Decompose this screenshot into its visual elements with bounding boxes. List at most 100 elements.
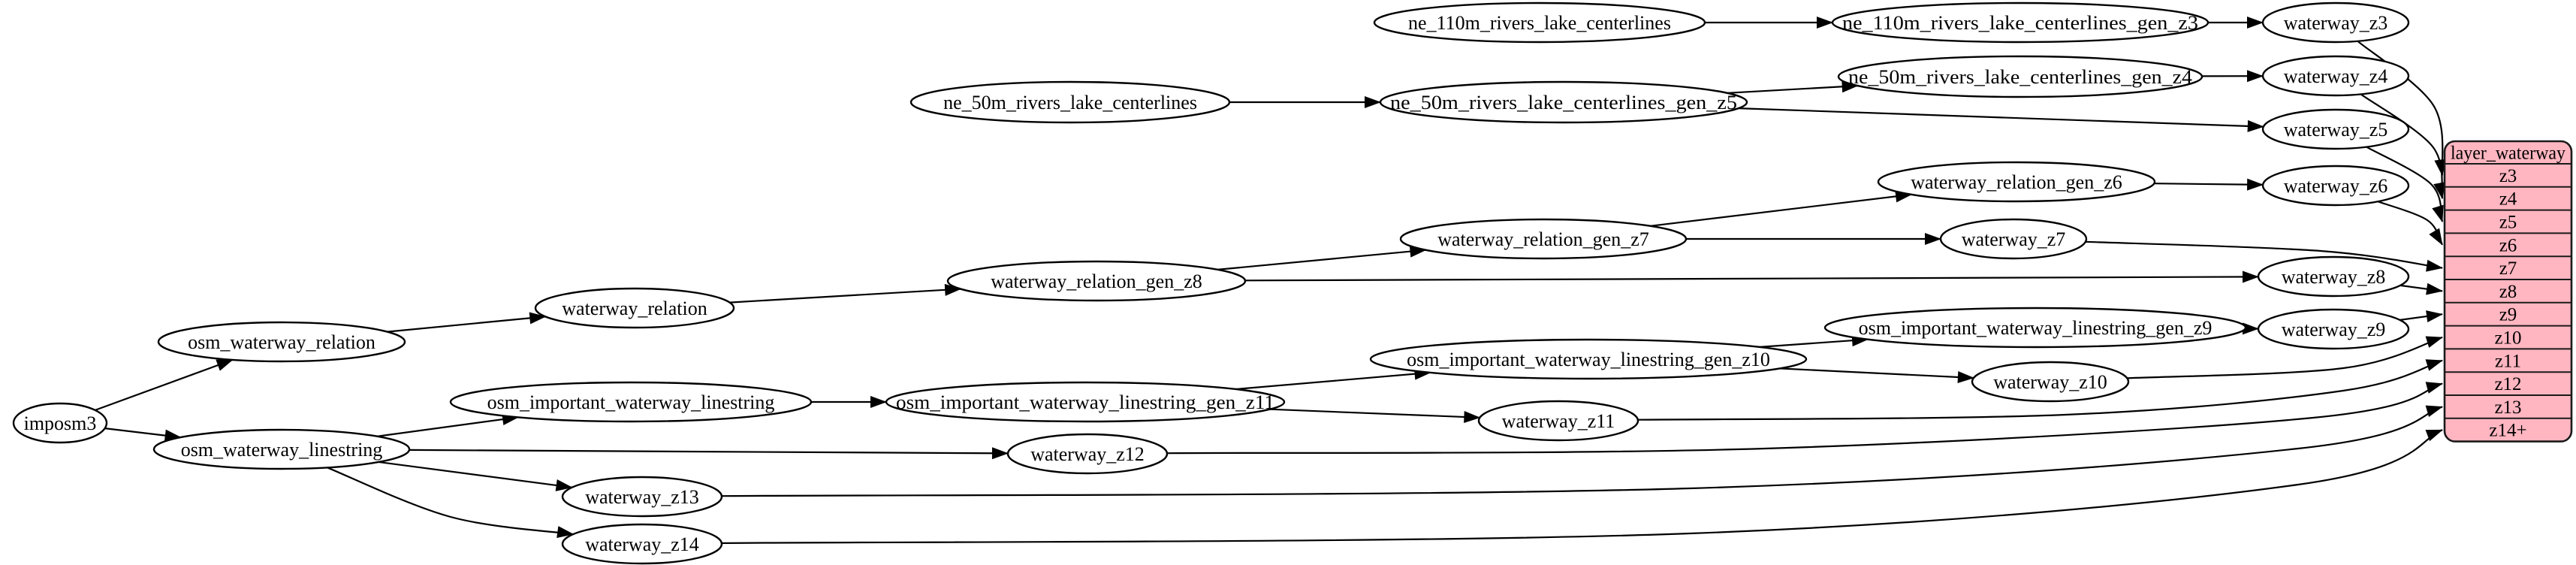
imposm3-label: imposm3 <box>24 412 97 434</box>
osm_important_waterway_linestring_gen_z9-label: osm_important_waterway_linestring_gen_z9 <box>1859 317 2213 339</box>
node-osm_waterway_relation: osm_waterway_relation <box>157 321 406 363</box>
edge-waterway_z13-to-layer_waterway-z13 <box>721 405 2443 497</box>
node-osm_important_waterway_linestring: osm_important_waterway_linestring <box>449 381 813 423</box>
node-imposm3: imposm3 <box>12 402 108 444</box>
node-waterway_z11: waterway_z11 <box>1477 400 1639 442</box>
node-waterway_z14: waterway_z14 <box>561 523 723 565</box>
edge-waterway_z3-to-layer_waterway-z3 <box>2357 40 2447 177</box>
edge-waterway_z5-to-layer_waterway-z5 <box>2366 146 2444 222</box>
node-waterway_relation_gen_z8: waterway_relation_gen_z8 <box>946 260 1247 302</box>
node-waterway_z9: waterway_z9 <box>2257 308 2410 350</box>
edge-waterway_z12-to-layer_waterway-z12 <box>1166 382 2443 455</box>
edge-osm_important_waterway_linestring_gen_z11-to-waterway_z11 <box>1269 408 1481 423</box>
waterway_z4-label: waterway_z4 <box>2284 65 2388 87</box>
node-waterway_z3: waterway_z3 <box>2261 2 2410 44</box>
waterway_z10-shape <box>1971 361 2130 403</box>
waterway_z9-shape <box>2257 308 2410 350</box>
edge-waterway_relation-to-waterway_relation_gen_z8 <box>729 283 962 304</box>
waterway_z7-label: waterway_z7 <box>1962 228 2066 250</box>
table-row-z5: z5 <box>2499 213 2517 233</box>
waterway_z5-label: waterway_z5 <box>2284 119 2388 140</box>
node-ne_50m_rivers_lake_centerlines: ne_50m_rivers_lake_centerlines <box>909 80 1231 124</box>
nodes-layer: imposm3 osm_waterway_relation osm_waterway… <box>12 2 2410 565</box>
edge-waterway_relation_gen_z8-to-waterway_z8 <box>1244 270 2259 283</box>
node-osm_important_waterway_linestring_gen_z9: osm_important_waterway_linestring_gen_z9 <box>1823 307 2247 349</box>
edge-waterway_z6-to-layer_waterway-z6 <box>2377 201 2443 246</box>
waterway_z4-shape <box>2261 55 2410 97</box>
waterway_relation-shape <box>534 287 735 329</box>
osm_important_waterway_linestring_gen_z11-label: osm_important_waterway_linestring_gen_z1… <box>896 391 1274 413</box>
osm_important_waterway_linestring_gen_z11-shape <box>885 381 1286 423</box>
osm_important_waterway_linestring-shape <box>449 381 813 423</box>
table-row-z14+: z14+ <box>2489 421 2526 441</box>
edge-waterway_z11-to-layer_waterway-z11 <box>1637 359 2443 421</box>
edge-osm_important_waterway_linestring_gen_z10-to-waterway_z10 <box>1779 367 1974 383</box>
layer-waterway-table: layer_waterwayz3z4z5z6z7z8z9z10z11z12z13… <box>2443 140 2573 443</box>
osm_waterway_relation-label: osm_waterway_relation <box>188 331 376 353</box>
node-waterway_z8: waterway_z8 <box>2257 255 2410 298</box>
ne_110m_rivers_lake_centerlines_gen_z3-shape <box>1831 2 2210 44</box>
node-waterway_relation: waterway_relation <box>534 287 735 329</box>
waterway_z3-shape <box>2261 2 2410 44</box>
waterway_relation_gen_z8-shape <box>946 260 1247 302</box>
node-waterway_z12: waterway_z12 <box>1006 433 1169 475</box>
node-waterway_z5: waterway_z5 <box>2261 108 2410 150</box>
waterway_z6-label: waterway_z6 <box>2284 175 2388 197</box>
edge-imposm3-to-osm_waterway_relation <box>95 358 234 411</box>
waterway_z8-label: waterway_z8 <box>2282 266 2386 288</box>
node-waterway_relation_gen_z7: waterway_relation_gen_z7 <box>1399 218 1688 260</box>
osm_waterway_relation-shape <box>157 321 406 363</box>
waterway_relation_gen_z7-label: waterway_relation_gen_z7 <box>1437 228 1649 250</box>
ne_50m_rivers_lake_centerlines_gen_z5-label: ne_50m_rivers_lake_centerlines_gen_z5 <box>1390 92 1737 113</box>
edge-waterway_z7-to-layer_waterway-z7 <box>2085 240 2443 272</box>
waterway_z14-label: waterway_z14 <box>585 533 699 555</box>
osm_important_waterway_linestring-label: osm_important_waterway_linestring <box>487 391 775 413</box>
waterway_z7-shape <box>1939 218 2088 260</box>
waterway_relation_gen_z7-shape <box>1399 218 1688 260</box>
osm_important_waterway_linestring_gen_z10-shape <box>1369 338 1808 380</box>
osm_waterway_linestring-shape <box>152 428 411 470</box>
edge-osm_waterway_linestring-to-waterway_z13 <box>378 461 573 491</box>
edges-layer <box>95 17 2447 544</box>
edge-waterway_relation_gen_z7-to-waterway_relation_gen_z6 <box>1650 190 1913 227</box>
edge-osm_waterway_linestring-to-waterway_z14 <box>327 467 575 539</box>
table-row-z9: z9 <box>2499 305 2517 325</box>
table-row-z13: z13 <box>2494 397 2521 418</box>
waterway_relation_gen_z8-label: waterway_relation_gen_z8 <box>991 270 1202 292</box>
edge-waterway_relation_gen_z8-to-waterway_relation_gen_z7 <box>1217 245 1427 270</box>
ne_50m_rivers_lake_centerlines_gen_z4-shape <box>1837 55 2203 98</box>
osm_important_waterway_linestring_gen_z10-label: osm_important_waterway_linestring_gen_z1… <box>1407 349 1770 370</box>
edge-waterway_z9-to-layer_waterway-z9 <box>2400 310 2443 322</box>
node-ne_110m_rivers_lake_centerlines: ne_110m_rivers_lake_centerlines <box>1373 2 1706 44</box>
edge-waterway_z4-to-layer_waterway-z4 <box>2360 93 2445 200</box>
waterway_z11-label: waterway_z11 <box>1502 410 1615 432</box>
waterway_relation_gen_z6-label: waterway_relation_gen_z6 <box>1911 171 2122 193</box>
layer-waterway-table-background <box>2443 140 2573 443</box>
node-waterway_z4: waterway_z4 <box>2261 55 2410 97</box>
table-row-z11: z11 <box>2495 351 2521 371</box>
node-ne_50m_rivers_lake_centerlines_gen_z5: ne_50m_rivers_lake_centerlines_gen_z5 <box>1379 80 1748 124</box>
waterway_z14-shape <box>561 523 723 565</box>
layer-waterway-title: layer_waterway <box>2451 144 2565 164</box>
edge-osm_waterway_linestring-to-waterway_z12 <box>409 447 1009 460</box>
ne_50m_rivers_lake_centerlines-label: ne_50m_rivers_lake_centerlines <box>943 92 1197 113</box>
table-row-z12: z12 <box>2494 374 2521 394</box>
table-row-z8: z8 <box>2499 282 2517 302</box>
waterway_relation_gen_z6-shape <box>1877 161 2156 203</box>
node-waterway_z10: waterway_z10 <box>1971 361 2130 403</box>
osm_waterway_linestring-label: osm_waterway_linestring <box>181 439 383 461</box>
ne_110m_rivers_lake_centerlines-label: ne_110m_rivers_lake_centerlines <box>1408 12 1671 34</box>
ne_50m_rivers_lake_centerlines_gen_z4-label: ne_50m_rivers_lake_centerlines_gen_z4 <box>1848 66 2192 88</box>
table-row-z7: z7 <box>2499 258 2517 279</box>
edge-ne_50m_rivers_lake_centerlines_gen_z5-to-ne_50m_rivers_lake_centerlines_gen_z4 <box>1727 80 1859 94</box>
waterway_z9-label: waterway_z9 <box>2282 319 2386 340</box>
table-row-z3: z3 <box>2499 166 2517 186</box>
waterway_z13-label: waterway_z13 <box>585 486 699 508</box>
node-waterway_z6: waterway_z6 <box>2261 165 2410 207</box>
edge-imposm3-to-osm_waterway_linestring <box>104 428 182 442</box>
node-waterway_z13: waterway_z13 <box>561 476 723 518</box>
edge-waterway_z10-to-layer_waterway-z10 <box>2127 336 2443 379</box>
ne_110m_rivers_lake_centerlines_gen_z3-label: ne_110m_rivers_lake_centerlines_gen_z3 <box>1842 12 2198 34</box>
